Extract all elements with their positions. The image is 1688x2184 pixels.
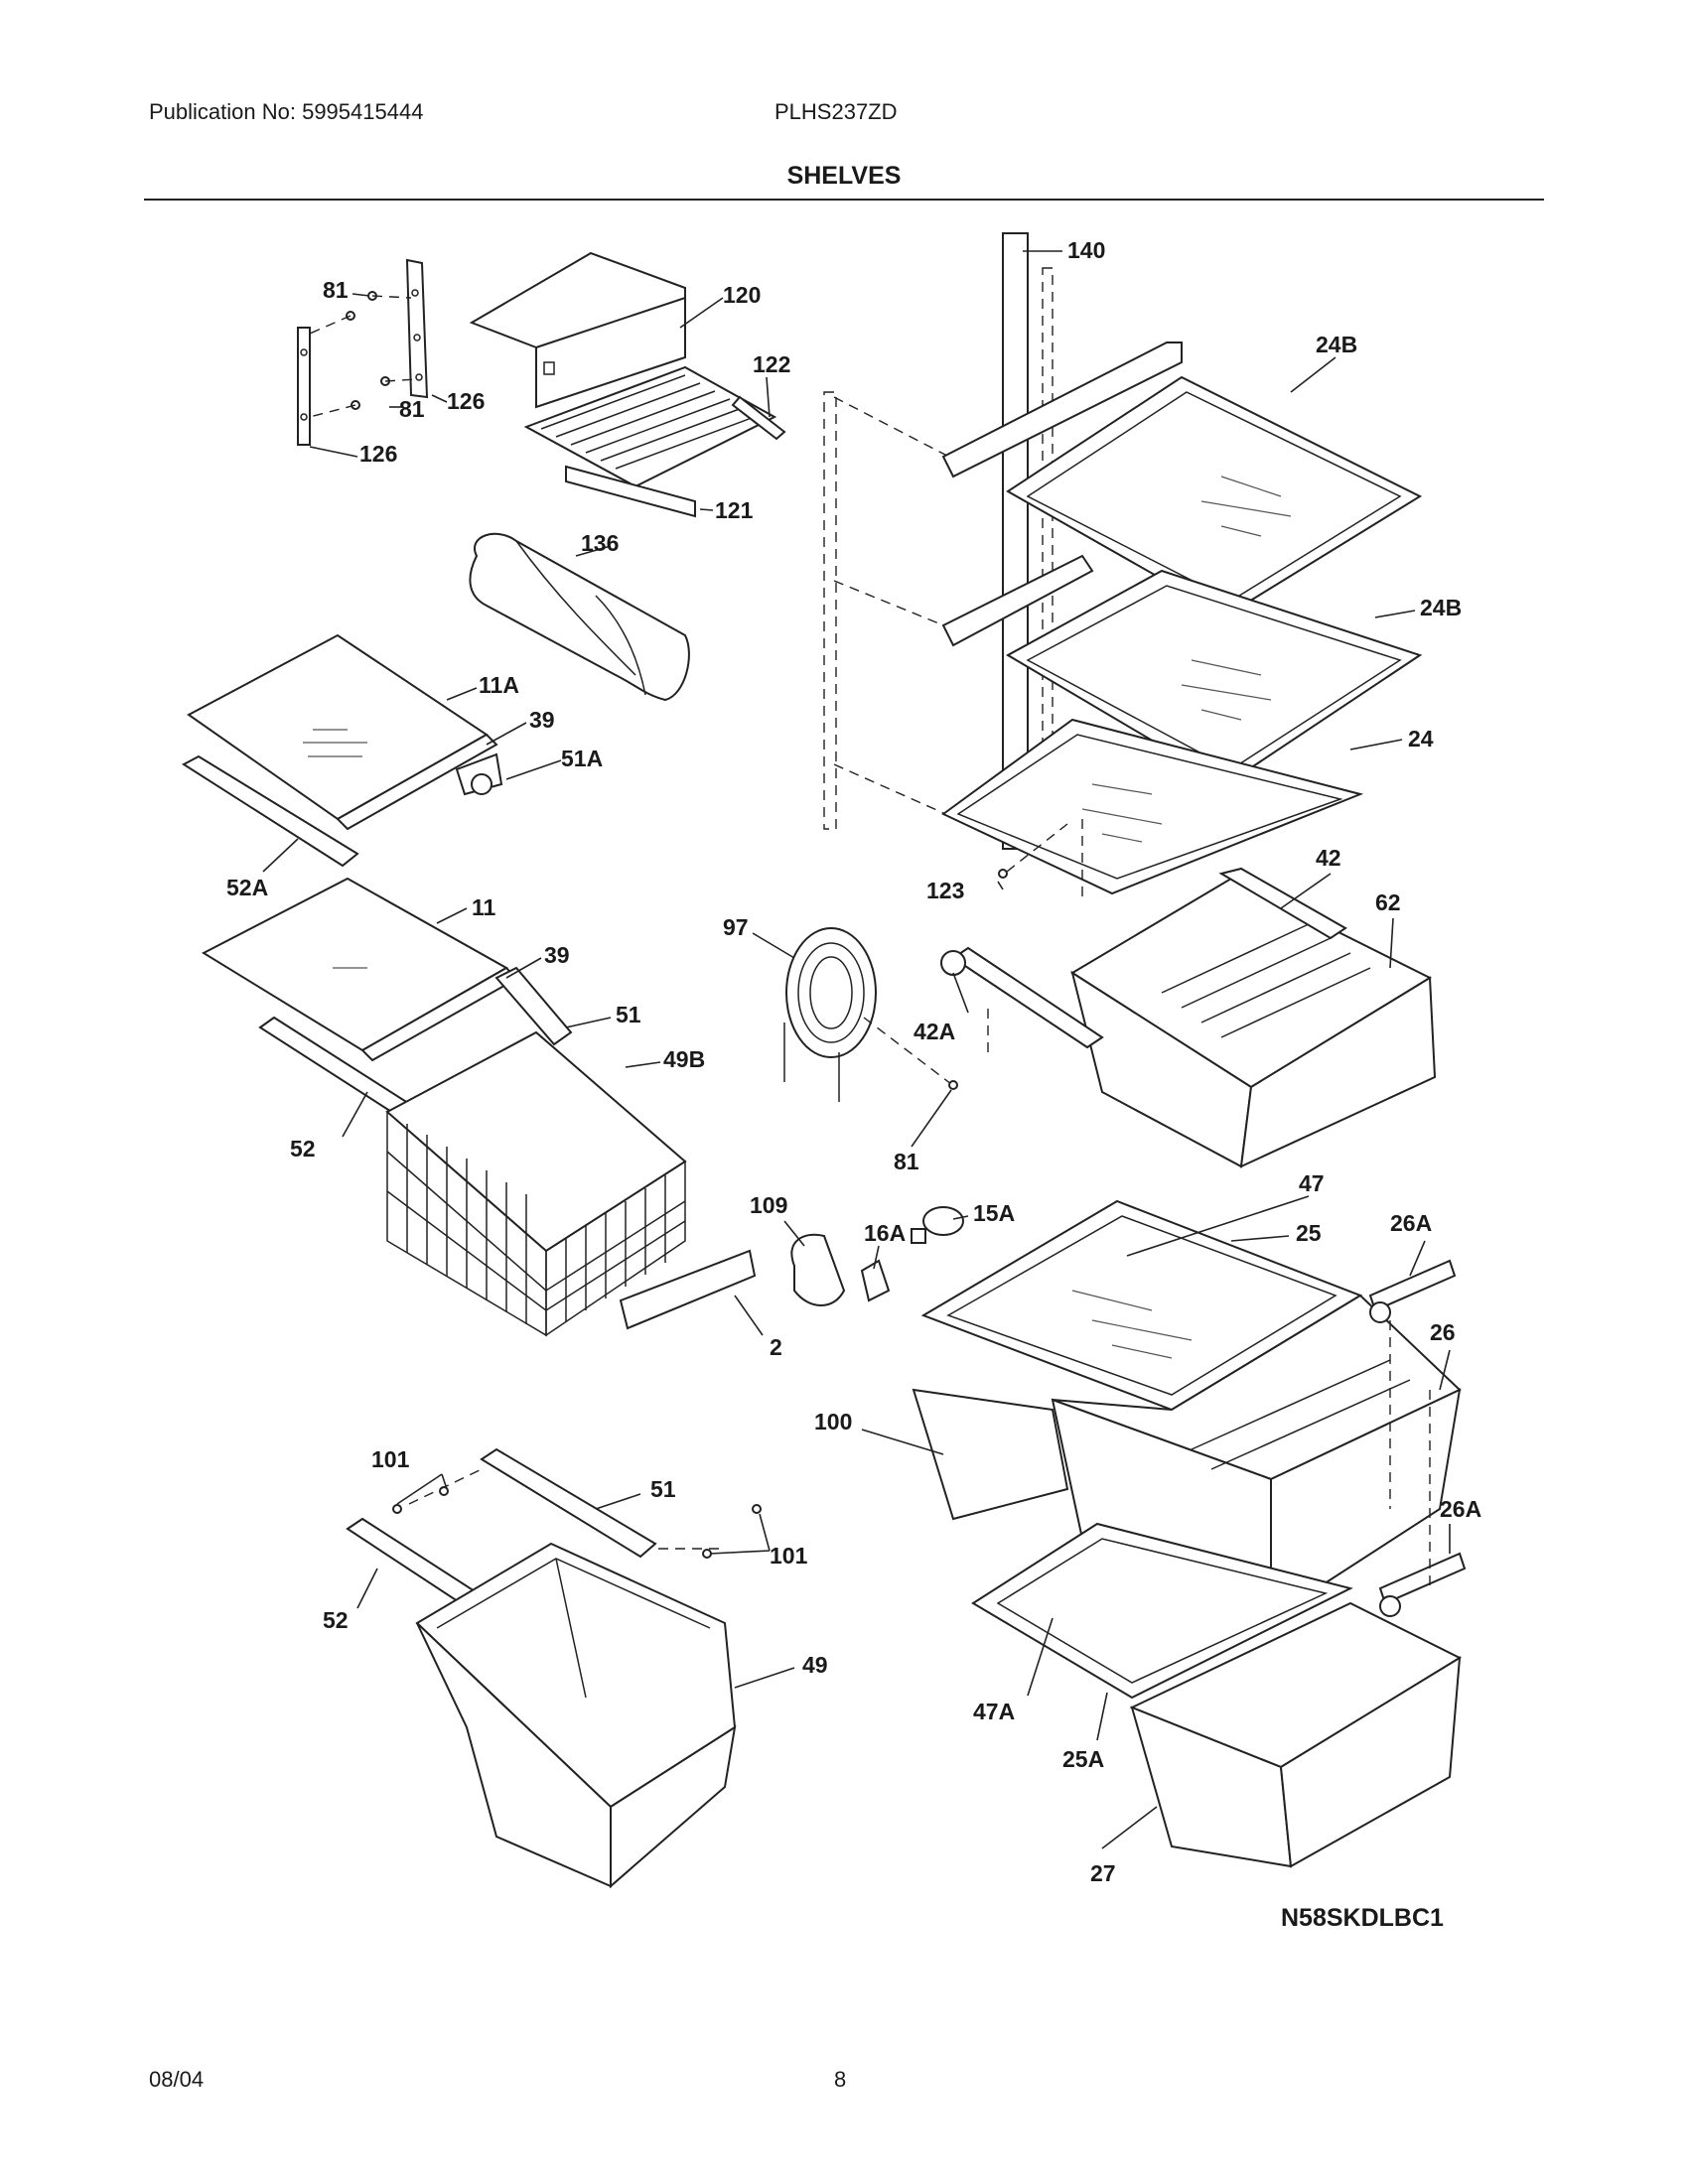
support-51-lower <box>480 1447 657 1559</box>
publication-date: 08/04 <box>149 2067 205 2092</box>
bracket-126-right <box>405 258 429 399</box>
diagram-code: N58SKDLBC1 <box>1281 1904 1444 1932</box>
shelf-trim-39-upper <box>336 733 498 831</box>
crisper-pan-62 <box>1070 877 1437 1168</box>
light-shield-109 <box>790 1233 846 1306</box>
callout-39-upper: 39 <box>529 707 555 733</box>
page-title: SHELVES <box>786 162 902 190</box>
callout-81-top: 81 <box>323 277 349 303</box>
glass-shelf-24B-middle <box>941 554 1423 786</box>
crisper-cover-42 <box>1218 867 1347 940</box>
callout-26: 26 <box>1430 1319 1456 1345</box>
divider-100 <box>912 1388 1069 1521</box>
callout-47A: 47A <box>973 1699 1015 1724</box>
callout-62: 62 <box>1375 889 1401 915</box>
pan-27 <box>1129 1601 1463 1868</box>
callout-126-left: 126 <box>359 441 397 467</box>
bracket-126-left <box>297 327 311 446</box>
callout-121: 121 <box>715 497 754 523</box>
model-number: PLHS237ZD <box>774 99 898 124</box>
callout-24: 24 <box>1408 726 1434 751</box>
callout-52-lower: 52 <box>323 1607 349 1633</box>
callout-51-lower: 51 <box>650 1476 676 1502</box>
support-51A <box>455 752 503 796</box>
callout-126-right: 126 <box>447 388 485 414</box>
callout-24B-top: 24B <box>1316 332 1357 357</box>
callout-11: 11 <box>472 894 496 920</box>
freezer-bin-49 <box>415 1542 737 1889</box>
callout-42: 42 <box>1316 845 1341 871</box>
title-rule <box>144 199 1544 201</box>
callout-51-upper: 51 <box>616 1002 641 1027</box>
rail-140 <box>823 232 1054 850</box>
callout-140: 140 <box>1067 237 1105 263</box>
callout-24B-middle: 24B <box>1420 595 1462 620</box>
callout-42A: 42A <box>914 1019 955 1044</box>
leader-lines <box>262 250 1451 1849</box>
callout-39-lower: 39 <box>544 942 570 968</box>
pan-bracket-26A-lower <box>1378 1320 1467 1617</box>
callout-81-mid: 81 <box>399 396 425 422</box>
callout-136: 136 <box>581 530 619 556</box>
pan-bracket-26A-upper <box>1368 1259 1457 1323</box>
callout-52-upper: 52 <box>290 1136 316 1161</box>
callout-81-heater: 81 <box>894 1149 919 1174</box>
callout-100: 100 <box>814 1409 852 1434</box>
callout-26A-lower: 26A <box>1440 1496 1481 1522</box>
wire-basket-49B <box>385 1030 687 1337</box>
crisper-rail-42A <box>940 946 1104 1052</box>
support-51-upper <box>494 966 573 1046</box>
callout-15A: 15A <box>973 1200 1015 1226</box>
callout-49: 49 <box>802 1652 828 1678</box>
callout-101-right: 101 <box>770 1543 808 1569</box>
kick-plate-2 <box>619 1249 757 1330</box>
callout-49B: 49B <box>663 1046 705 1072</box>
screw-123 <box>998 823 1068 879</box>
callout-27: 27 <box>1090 1860 1116 1886</box>
shelf-rail-122 <box>731 395 786 441</box>
callout-25: 25 <box>1296 1220 1322 1246</box>
shelf-rail-121 <box>565 465 696 518</box>
publication-number: Publication No: 5995415444 <box>149 99 424 124</box>
callout-97: 97 <box>723 914 749 940</box>
callout-26A-upper: 26A <box>1390 1210 1432 1236</box>
screws-81 <box>309 291 418 418</box>
callout-101-left: 101 <box>371 1446 410 1472</box>
callout-25A: 25A <box>1062 1746 1104 1772</box>
ice-bin-120 <box>469 251 777 488</box>
callout-11A: 11A <box>479 672 519 698</box>
callout-122: 122 <box>753 351 790 377</box>
bulb-15A <box>911 1206 964 1244</box>
callout-2: 2 <box>770 1334 782 1360</box>
page-number: 8 <box>834 2067 847 2092</box>
glass-shelf-11 <box>201 877 509 1052</box>
socket-16A <box>860 1259 891 1302</box>
pan-26 <box>1051 1294 1462 1620</box>
callout-52A: 52A <box>226 875 268 900</box>
callout-120: 120 <box>723 282 761 308</box>
callout-47: 47 <box>1299 1170 1325 1196</box>
callout-16A: 16A <box>864 1220 906 1246</box>
support-52A <box>182 754 359 868</box>
ice-chute-136 <box>469 532 690 702</box>
heater-coil-97 <box>783 927 958 1102</box>
callout-109: 109 <box>750 1192 787 1218</box>
callout-labels: 81 81 126 126 120 122 121 136 11A 39 51A… <box>226 237 1481 1886</box>
callout-51A: 51A <box>561 746 603 771</box>
glass-shelf-24B-top <box>941 341 1423 617</box>
glass-shelf-24 <box>941 718 1364 903</box>
callout-123: 123 <box>926 878 964 903</box>
pan-cover-25A <box>971 1522 1353 1700</box>
